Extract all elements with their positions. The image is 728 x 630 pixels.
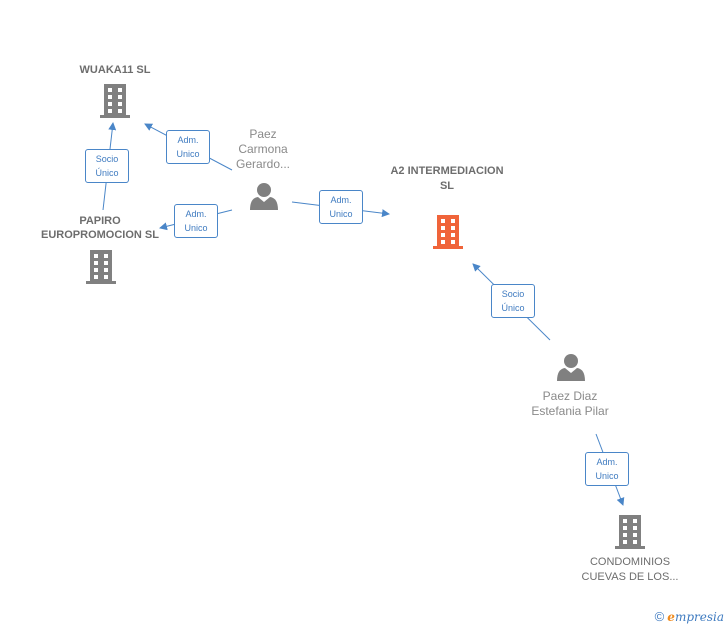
node-label-wuaka[interactable]: WUAKA11 SL <box>79 64 151 76</box>
building-icon-a2[interactable] <box>433 215 463 249</box>
building-icon-condominios[interactable] <box>615 515 645 549</box>
badge-line: Unico <box>184 223 208 233</box>
edge-badge-carmona-wuaka: Adm. Unico <box>166 130 210 164</box>
node-label-carmona[interactable]: Paez Carmona Gerardo... <box>235 127 291 171</box>
edge-badge-estefania-a2: Socio Único <box>491 284 535 318</box>
edge-badge-carmona-a2: Adm. Unico <box>319 190 363 224</box>
node-label-condominios[interactable]: CONDOMINIOS CUEVAS DE LOS... <box>581 556 679 583</box>
badge-line: Adm. <box>185 209 207 219</box>
badge-line: Adm. <box>596 457 618 467</box>
person-icon-estefania[interactable] <box>557 354 585 381</box>
badge-line: Unico <box>329 209 353 219</box>
badge-line: Socio <box>501 289 525 299</box>
badge-line: Adm. <box>177 135 199 145</box>
badge-line: Único <box>95 168 119 178</box>
edge-badge-papiro-wuaka: Socio Único <box>85 149 129 183</box>
building-icon-wuaka[interactable] <box>100 84 130 118</box>
brand-name: empresia <box>667 610 724 624</box>
copyright-icon: © <box>654 609 665 624</box>
badge-line: Adm. <box>330 195 352 205</box>
badge-line: Único <box>501 303 525 313</box>
building-windows <box>94 88 637 544</box>
edge-badge-estefania-condominios: Adm. Unico <box>585 452 629 486</box>
badge-line: Unico <box>176 149 200 159</box>
person-icon-carmona[interactable] <box>250 183 278 210</box>
badge-line: Socio <box>95 154 119 164</box>
node-label-papiro[interactable]: PAPIRO EUROPROMOCION SL <box>41 215 159 241</box>
node-label-a2[interactable]: A2 INTERMEDIACION SL <box>390 165 504 192</box>
building-icon-papiro[interactable] <box>86 250 116 284</box>
empresia-logo[interactable]: © empresia <box>655 609 724 624</box>
node-label-estefania[interactable]: Paez Diaz Estefania Pilar <box>531 389 609 418</box>
badge-line: Unico <box>595 471 619 481</box>
edge-badge-carmona-papiro: Adm. Unico <box>174 204 218 238</box>
